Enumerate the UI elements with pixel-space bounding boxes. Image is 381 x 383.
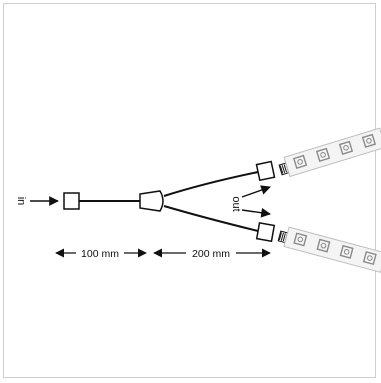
diagram-frame <box>3 3 376 378</box>
output-connector-lower <box>255 222 276 243</box>
dimension-label-bg <box>76 246 124 260</box>
cable-branch-lower <box>163 205 259 232</box>
output-label: out <box>230 196 242 211</box>
output-connector-upper <box>255 160 276 182</box>
dimension-label-bg <box>186 246 236 260</box>
output-arrow-upper <box>241 185 271 198</box>
led-strip-icon <box>278 127 381 178</box>
splitter <box>139 190 164 212</box>
input-connector <box>63 192 80 210</box>
output-arrow-lower <box>241 207 271 218</box>
led-strip-icon <box>277 226 381 273</box>
dimension-label-200mm: 200 mm <box>192 248 230 260</box>
input-label: in <box>15 197 27 206</box>
dimension-label-100mm: 100 mm <box>81 248 119 260</box>
cable-branch-upper <box>163 171 259 197</box>
